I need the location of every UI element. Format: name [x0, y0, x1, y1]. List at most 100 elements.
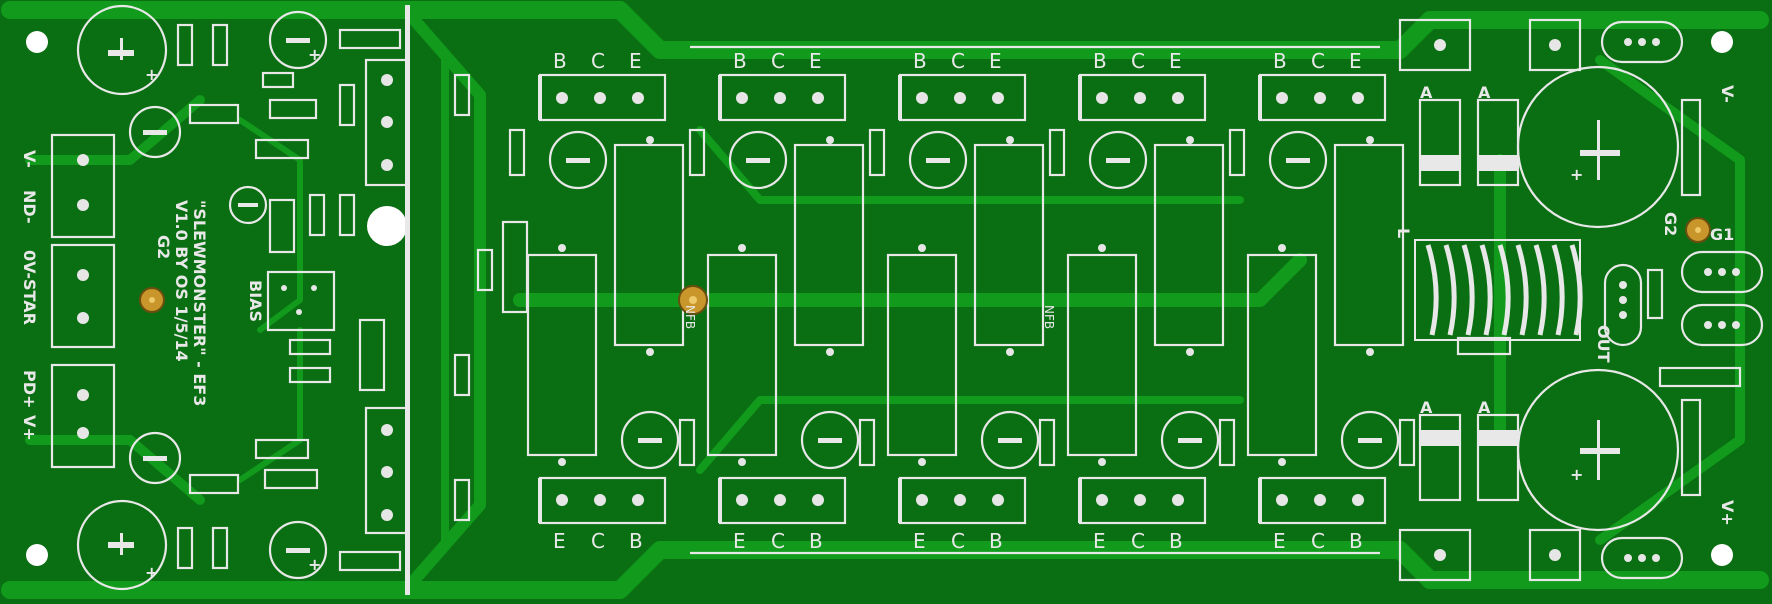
transistor-pad	[916, 92, 928, 104]
top-pin-label: E	[1169, 49, 1182, 73]
top-pin-label: B	[913, 49, 927, 73]
inductor-winding	[1443, 244, 1457, 336]
inductor-winding	[1479, 244, 1493, 336]
emitter-resistor-lower	[526, 253, 598, 457]
emitter-resistor-upper	[613, 143, 685, 347]
transistor-pad	[954, 92, 966, 104]
bottom-decoupling-cap	[620, 410, 680, 470]
mounting-hole	[367, 206, 407, 246]
board-title: "SLEWMONSTER" - EF3	[190, 200, 209, 406]
mounting-hole	[1711, 544, 1733, 566]
transistor-pad	[1096, 92, 1108, 104]
bottom-pin-label: E	[733, 529, 746, 553]
top-pin-label: C	[1131, 49, 1145, 73]
mounting-hole	[26, 31, 48, 53]
label-v-minus: V-	[1718, 85, 1737, 103]
base-resistor	[688, 128, 706, 177]
bottom-pin-label: B	[809, 529, 823, 553]
bottom-pin-label: C	[771, 529, 785, 553]
conn-label-0vstar: 0V-STAR	[20, 250, 39, 325]
emitter-resistor-upper	[1153, 143, 1225, 347]
label-out: OUT	[1594, 325, 1613, 363]
bottom-decoupling-cap	[800, 410, 860, 470]
base-resistor	[1048, 128, 1066, 177]
right-diodes	[1418, 98, 1520, 502]
top-pin-label: C	[951, 49, 965, 73]
top-pin-label: B	[553, 49, 567, 73]
emitter-resistor-upper	[1333, 143, 1405, 347]
bottom-decoupling-cap	[1160, 410, 1220, 470]
transistor-pad	[1134, 494, 1146, 506]
transistor-pad	[556, 92, 568, 104]
base-resistor	[1228, 128, 1246, 177]
diode-a-label: A	[1478, 83, 1491, 102]
bias-trimmer[interactable]	[266, 270, 336, 332]
nfb-label-1: NFB	[683, 305, 697, 329]
base-resistor	[1218, 418, 1236, 467]
base-resistor	[1398, 418, 1416, 467]
conn-label-vminus: V-	[20, 150, 39, 168]
top-decoupling-cap	[728, 130, 788, 190]
bottom-pin-label: B	[1349, 529, 1363, 553]
transistor-pad	[1314, 494, 1326, 506]
bottom-pin-label: C	[1131, 529, 1145, 553]
mounting-hole	[26, 544, 48, 566]
transistor-pad	[1276, 92, 1288, 104]
transistor-pad	[1172, 92, 1184, 104]
bottom-pin-label: C	[1311, 529, 1325, 553]
left-electrolytic-caps: + + + +	[76, 4, 328, 591]
transistor-pad	[1314, 92, 1326, 104]
inductor-winding	[1425, 244, 1439, 336]
emitter-resistor-upper	[793, 143, 865, 347]
transistor-pad	[812, 92, 824, 104]
diode-a-label: A	[1420, 398, 1433, 417]
base-resistor	[508, 128, 526, 177]
transistor-pad	[594, 494, 606, 506]
svg-text:+: +	[145, 563, 158, 582]
transistor-pad	[916, 494, 928, 506]
nfb-label-2: NFB	[1042, 305, 1056, 329]
transistor-pad	[1134, 92, 1146, 104]
inductor-winding	[1461, 244, 1475, 336]
transistor-pad	[992, 92, 1004, 104]
output-inductor	[1414, 239, 1583, 341]
bottom-pin-label: B	[629, 529, 643, 553]
base-resistor	[868, 128, 886, 177]
top-decoupling-cap	[908, 130, 968, 190]
inductor-winding	[1533, 244, 1547, 336]
top-pin-label: C	[1311, 49, 1325, 73]
conn-label-vplus: V+	[20, 415, 39, 441]
svg-text:+: +	[1570, 165, 1583, 184]
transistor-pad	[556, 494, 568, 506]
fuse-blocks	[1398, 18, 1684, 582]
base-resistor	[678, 418, 696, 467]
diode-a-label: A	[1478, 398, 1491, 417]
base-resistor	[858, 418, 876, 467]
transistor-pad	[736, 494, 748, 506]
bottom-pin-label: E	[553, 529, 566, 553]
bottom-pin-label: B	[989, 529, 1003, 553]
top-pin-label: B	[733, 49, 747, 73]
svg-text:+: +	[308, 555, 321, 574]
driver-transistor-blocks	[364, 58, 410, 535]
transistor-pad	[1276, 494, 1288, 506]
inductor-winding	[1497, 244, 1511, 336]
top-pin-label: E	[1349, 49, 1362, 73]
top-pin-label: C	[591, 49, 605, 73]
label-v-plus: V+	[1718, 500, 1737, 526]
board-version: V1.0 BY OS 1/5/14	[172, 200, 191, 362]
svg-text:+: +	[308, 45, 321, 64]
left-small-resistors	[176, 23, 494, 570]
top-decoupling-cap	[1268, 130, 1328, 190]
top-pin-label: E	[809, 49, 822, 73]
g2-label-left: G2	[154, 235, 173, 259]
emitter-resistor-lower	[706, 253, 778, 457]
transistor-pad	[1352, 494, 1364, 506]
bottom-decoupling-cap	[1340, 410, 1400, 470]
top-pin-label: C	[771, 49, 785, 73]
bottom-pin-label: E	[1273, 529, 1286, 553]
label-g2-right: G2	[1661, 212, 1680, 236]
